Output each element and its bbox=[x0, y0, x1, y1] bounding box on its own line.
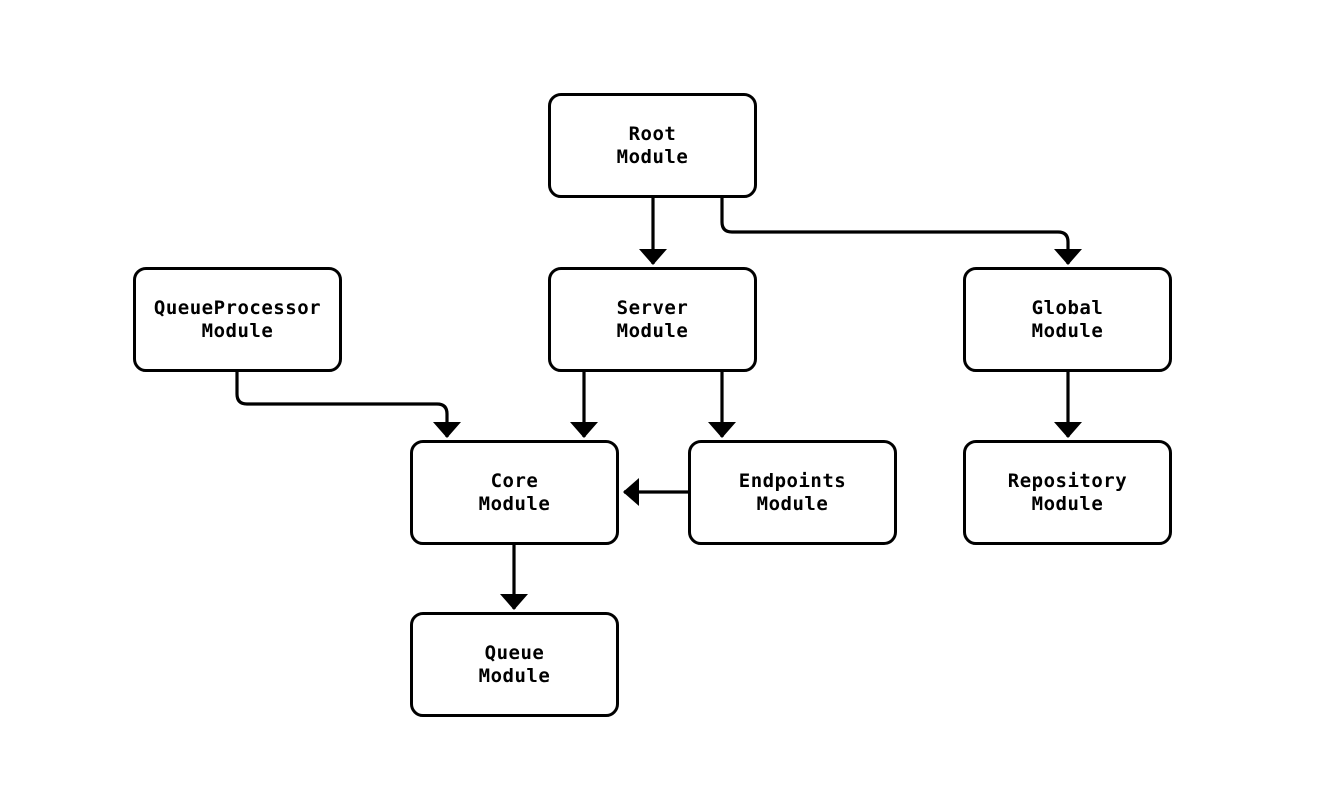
edge-queueprocessor-to-core bbox=[235, 372, 461, 438]
node-server-module: Server Module bbox=[548, 267, 757, 372]
node-server-module-label: Server Module bbox=[616, 297, 689, 342]
node-queueprocessor-module-label: QueueProcessor Module bbox=[153, 297, 322, 342]
node-core-module-label: Core Module bbox=[478, 470, 551, 515]
node-queueprocessor-module: QueueProcessor Module bbox=[133, 267, 342, 372]
node-global-module: Global Module bbox=[963, 267, 1172, 372]
node-repository-module-label: Repository Module bbox=[1007, 470, 1128, 515]
node-endpoints-module: Endpoints Module bbox=[688, 440, 897, 545]
node-repository-module: Repository Module bbox=[963, 440, 1172, 545]
node-endpoints-module-label: Endpoints Module bbox=[738, 470, 847, 515]
node-root-module: Root Module bbox=[548, 93, 757, 198]
node-root-module-label: Root Module bbox=[616, 123, 689, 168]
node-core-module: Core Module bbox=[410, 440, 619, 545]
edge-root-to-global bbox=[720, 198, 1082, 265]
node-global-module-label: Global Module bbox=[1031, 297, 1104, 342]
node-queue-module-label: Queue Module bbox=[478, 642, 551, 687]
node-queue-module: Queue Module bbox=[410, 612, 619, 717]
